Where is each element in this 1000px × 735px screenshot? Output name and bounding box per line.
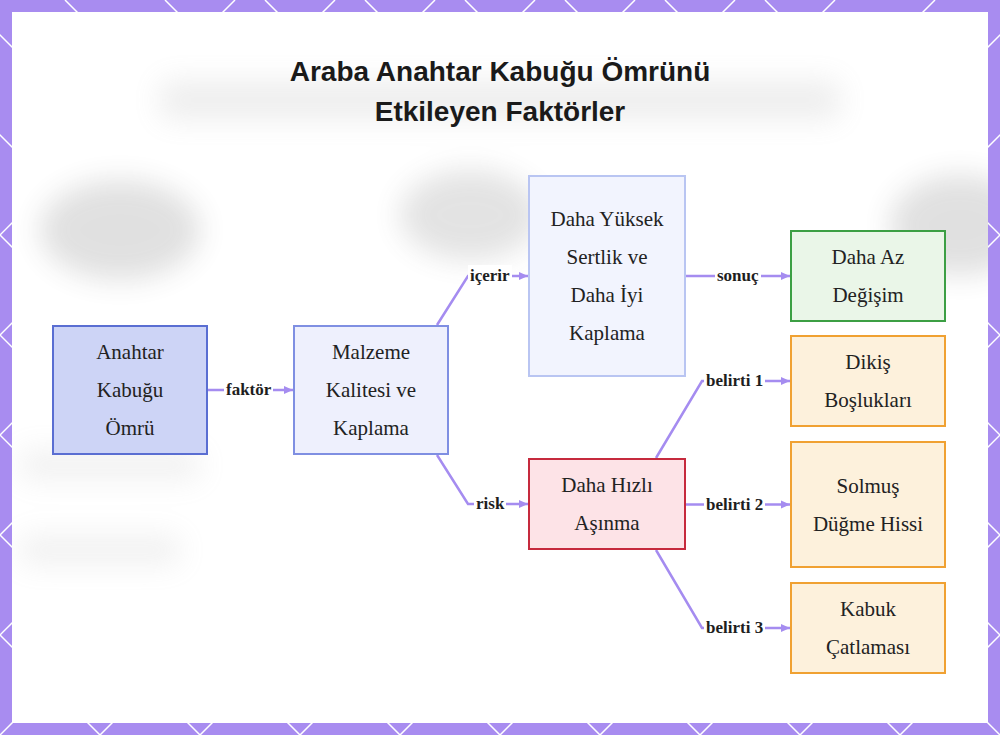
- edge-label: sonuç: [715, 265, 761, 287]
- node-text: Daha Az Değişim: [804, 238, 932, 314]
- node-text: Malzeme Kalitesi ve Kaplama: [315, 333, 427, 447]
- symptom-box: Kabuk Çatlaması: [790, 582, 946, 674]
- risk-box: Daha Hızlı Aşınma: [528, 458, 686, 550]
- symptom-box: Solmuş Düğme Hissi: [790, 441, 946, 568]
- node-text: Anahtar Kabuğu Ömrü: [76, 333, 184, 447]
- node-text: Daha Yüksek Sertlik ve Daha İyi Kaplama: [550, 200, 664, 352]
- edge-label: belirti 2: [704, 494, 765, 516]
- arrow-connector: [656, 381, 790, 458]
- node-text: Solmuş Düğme Hissi: [804, 467, 932, 543]
- edge-label: içerir: [468, 265, 512, 287]
- edge-label: belirti 3: [704, 617, 765, 639]
- blurred-keys: [20, 80, 1000, 565]
- edge-label: faktör: [224, 379, 273, 401]
- root-box: Anahtar Kabuğu Ömrü: [52, 325, 208, 455]
- diagram-title: Araba Anahtar Kabuğu Ömrünü Etkileyen Fa…: [240, 52, 760, 132]
- node-text: Kabuk Çatlaması: [804, 590, 932, 666]
- edge-label: belirti 1: [704, 370, 765, 392]
- factor-box: Malzeme Kalitesi ve Kaplama: [293, 325, 449, 455]
- result-box: Daha Az Değişim: [790, 230, 946, 322]
- node-text: Daha Hızlı Aşınma: [542, 466, 672, 542]
- symptom-box: Dikiş Boşlukları: [790, 335, 946, 427]
- node-text: Dikiş Boşlukları: [804, 343, 932, 419]
- edge-label: risk: [474, 493, 506, 515]
- benefit-box: Daha Yüksek Sertlik ve Daha İyi Kaplama: [528, 175, 686, 377]
